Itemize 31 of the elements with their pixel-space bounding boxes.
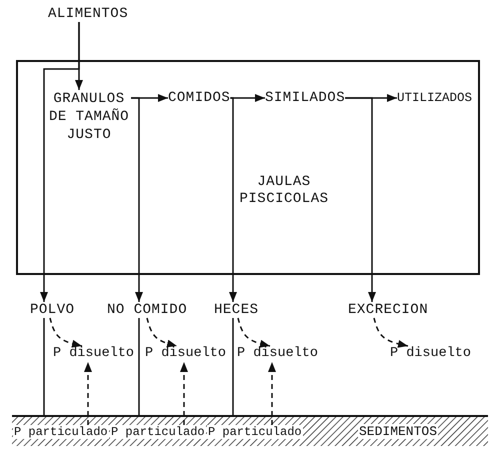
dissolved-label: P disuelto (145, 346, 226, 362)
connector-line (138, 318, 140, 415)
stage-label: GRANULOS DE TAMAÑO JUSTO (47, 90, 131, 144)
flow-label: ALIMENTOS (48, 6, 128, 22)
output-label: NO COMIDO (107, 302, 188, 318)
band-title: SEDIMENTOS (358, 424, 438, 439)
sediment-band (12, 415, 488, 446)
stage-label: UTILIZADOS (397, 90, 472, 106)
cage-box (16, 60, 480, 275)
dashed-arrow (146, 318, 178, 348)
dashed-arrow (237, 318, 270, 348)
dashed-arrow (49, 318, 82, 348)
output-label: HECES (214, 302, 259, 318)
dissolved-label: P disuelto (390, 346, 472, 362)
arrow (229, 97, 237, 302)
stage-label: SIMILADOS (265, 90, 346, 106)
cage-title: JAULAS PISCICOLAS (238, 174, 330, 208)
particulate-label: P particulado (207, 425, 303, 439)
stage-label: COMIDOS (168, 90, 230, 106)
arrow (131, 97, 143, 302)
dissolved-label: P disuelto (237, 346, 318, 362)
dissolved-label: P disuelto (53, 346, 134, 362)
output-label: EXCRECION (348, 302, 428, 318)
particulate-label: P particulado (110, 425, 206, 439)
arrow (345, 97, 376, 302)
connector-line (43, 318, 45, 415)
arrow (40, 22, 80, 302)
dashed-arrow (373, 318, 408, 348)
output-label: POLVO (30, 302, 75, 318)
particulate-label: P particulado (13, 425, 109, 439)
connector-line (232, 318, 234, 415)
